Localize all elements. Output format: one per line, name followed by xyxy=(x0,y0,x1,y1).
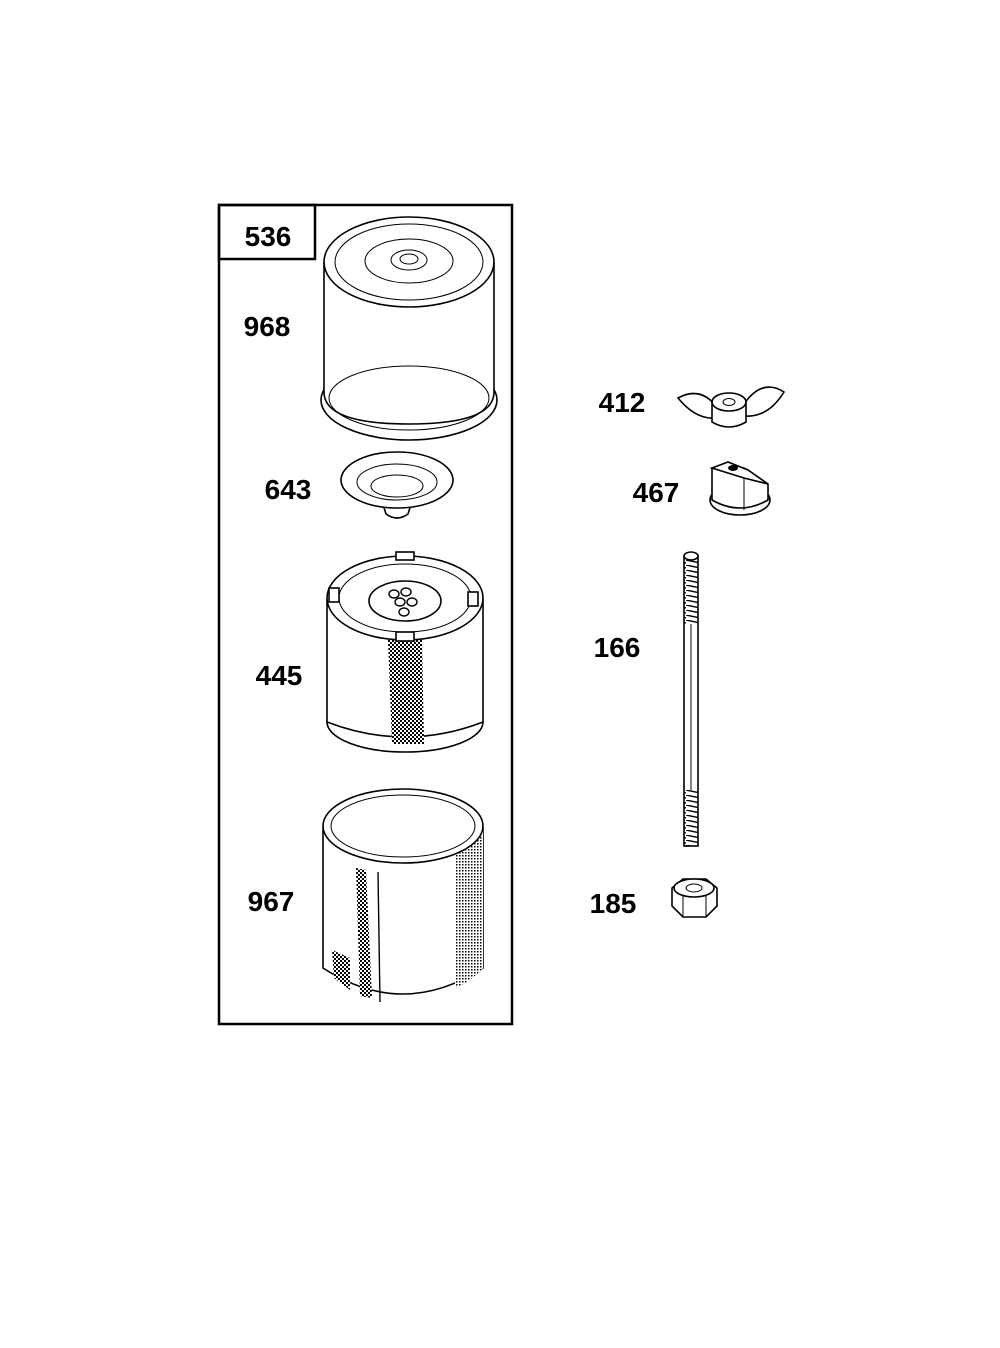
part-643-label: 643 xyxy=(265,474,312,505)
part-467-knob-drawing xyxy=(709,461,771,516)
kit-label: 536 xyxy=(245,221,292,252)
part-445-label: 445 xyxy=(256,660,303,691)
part-967-label: 967 xyxy=(248,886,295,917)
part-166-stud-drawing xyxy=(683,551,699,847)
part-967-precleaner-drawing xyxy=(322,788,484,1003)
part-185-label: 185 xyxy=(590,888,637,919)
kit-label-box xyxy=(217,203,317,261)
part-185-hex-nut-drawing xyxy=(671,878,718,918)
part-643-seal-drawing xyxy=(340,451,454,519)
kit-frame xyxy=(217,203,514,1026)
part-445-filter-drawing xyxy=(326,551,484,753)
part-412-wing-nut-drawing xyxy=(676,386,786,428)
part-467-label: 467 xyxy=(633,477,680,508)
part-166-label: 166 xyxy=(594,632,641,663)
part-968-cover-drawing xyxy=(320,216,498,441)
part-412-label: 412 xyxy=(599,387,646,418)
part-968-label: 968 xyxy=(244,311,291,342)
